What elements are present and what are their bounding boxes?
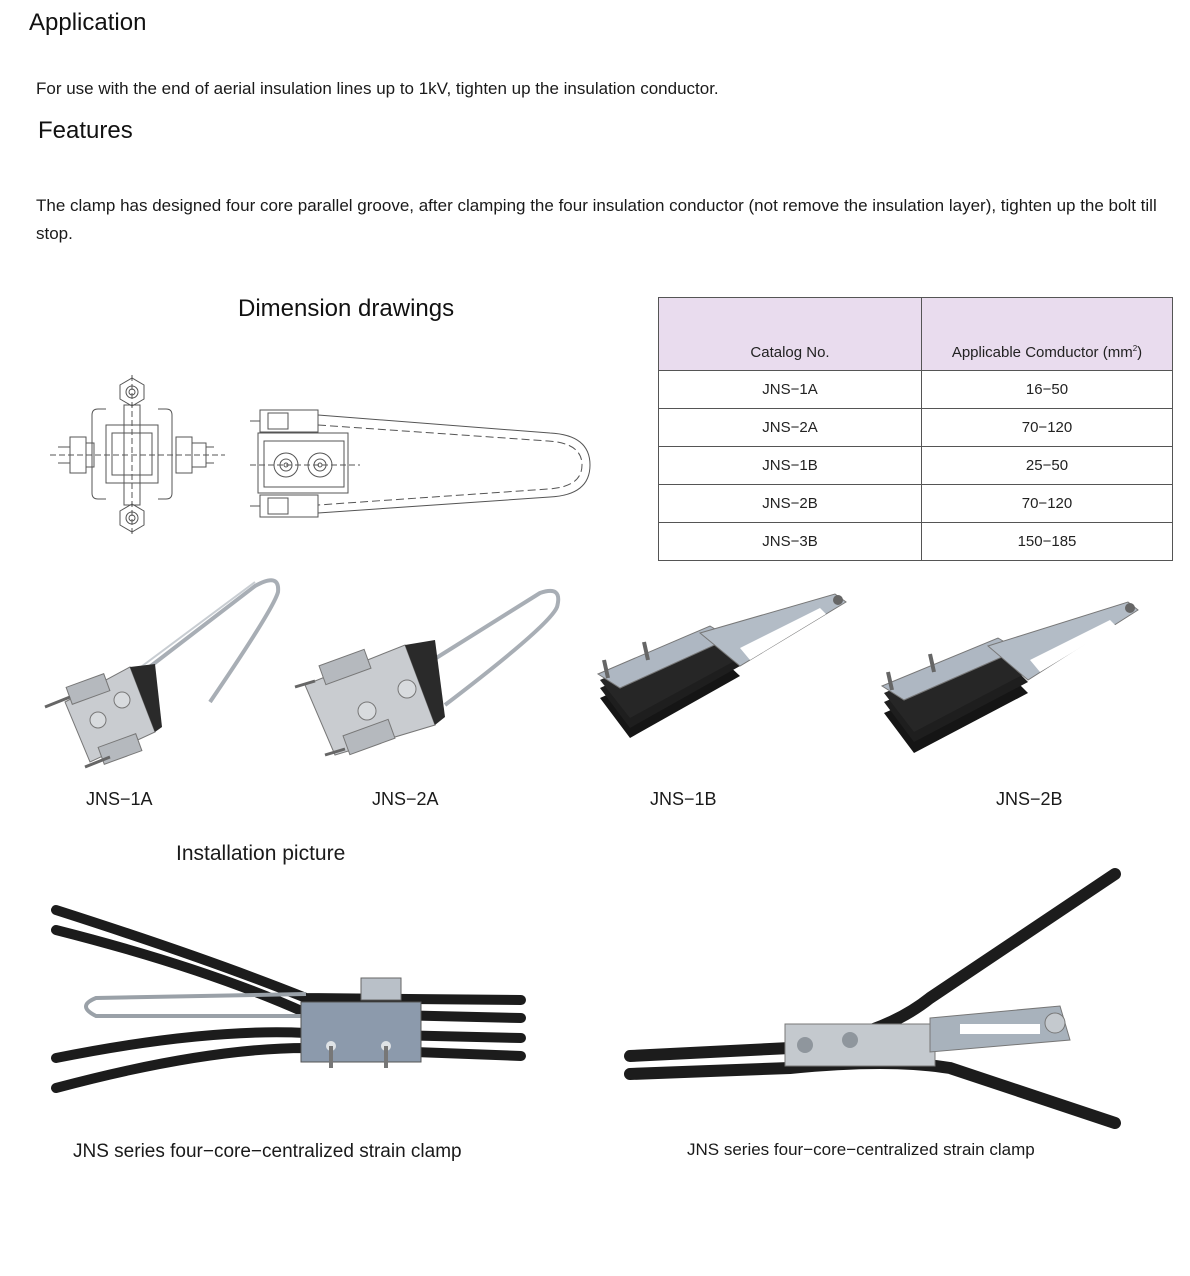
conductor-column-header: Applicable Comductor (mm2) (921, 297, 1173, 371)
installation-photo-left (51, 905, 526, 1093)
product-label-jns-2a: JNS−2A (372, 789, 439, 809)
table-row: JNS−3B 150−185 (658, 522, 1173, 561)
features-heading: Features (38, 117, 133, 144)
table-row: JNS−2A 70−120 (658, 408, 1173, 447)
spec-table: Catalog No. Applicable Comductor (mm2) J… (658, 297, 1173, 561)
range-cell: 150−185 (921, 522, 1173, 561)
application-text: For use with the end of aerial insulatio… (36, 79, 719, 98)
dimension-drawings-heading: Dimension drawings (238, 295, 455, 322)
installation-caption-left: JNS series four−core−centralized strain … (73, 1141, 462, 1162)
catalog-cell: JNS−3B (658, 522, 922, 561)
table-row: JNS−2B 70−120 (658, 484, 1173, 523)
range-cell: 70−120 (921, 484, 1173, 523)
catalog-cell: JNS−2B (658, 484, 922, 523)
application-heading: Application (29, 9, 147, 36)
side-view-drawing (250, 409, 591, 518)
product-label-jns-2b: JNS−2B (996, 789, 1063, 809)
catalog-column-header: Catalog No. (658, 297, 922, 371)
product-label-jns-1a: JNS−1A (86, 789, 153, 809)
range-cell: 25−50 (921, 446, 1173, 485)
installation-caption-right: JNS series four−core−centralized strain … (687, 1140, 1035, 1159)
product-photo-jns-2a (294, 588, 561, 757)
installation-photo-right (624, 868, 1121, 1129)
catalog-cell: JNS−2A (658, 408, 922, 447)
range-cell: 70−120 (921, 408, 1173, 447)
table-row: JNS−1A 16−50 (658, 370, 1173, 409)
table-row: JNS−1B 25−50 (658, 446, 1173, 485)
catalog-cell: JNS−1B (658, 446, 922, 485)
product-photo-jns-1a (44, 578, 281, 769)
product-photo-jns-2b (880, 601, 1139, 753)
front-view-drawing (50, 375, 225, 535)
table-header-row: Catalog No. Applicable Comductor (mm2) (658, 297, 1173, 371)
installation-heading: Installation picture (176, 842, 346, 865)
range-cell: 16−50 (921, 370, 1173, 409)
product-label-jns-1b: JNS−1B (650, 789, 717, 809)
product-photo-jns-1b (596, 593, 847, 738)
features-text: The clamp has designed four core paralle… (36, 196, 1157, 243)
catalog-cell: JNS−1A (658, 370, 922, 409)
